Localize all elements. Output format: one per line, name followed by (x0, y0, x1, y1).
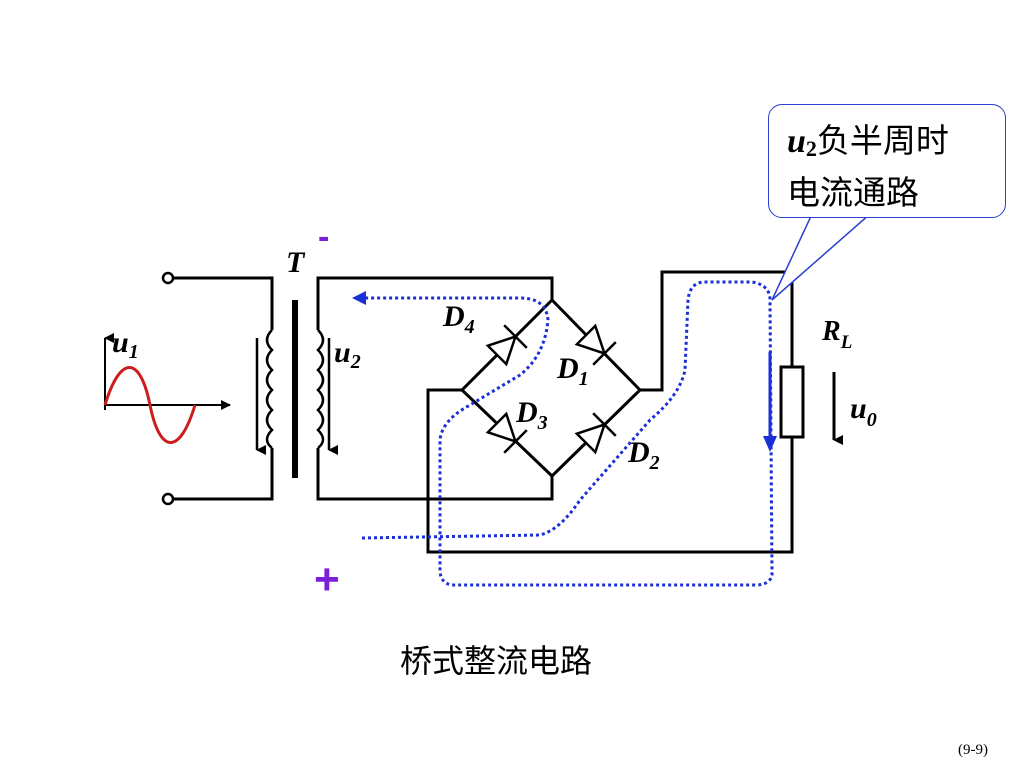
secondary-wire-bottom (316, 448, 554, 501)
diagram-caption: 桥式整流电路 (400, 642, 593, 680)
primary-coil (265, 329, 274, 449)
diode-d4 (485, 324, 528, 367)
plus-sign: + (314, 555, 340, 604)
d4-label: D4 (442, 300, 475, 338)
minus-sign: - (318, 218, 329, 256)
callout-line-1: u2负半周时 (787, 121, 949, 161)
diode-d3 (485, 411, 528, 454)
diode-d1 (574, 323, 617, 366)
d2-label: D2 (627, 436, 660, 474)
callout-box: u2负半周时 电流通路 (768, 104, 1006, 218)
current-path-arrowhead-down (763, 436, 777, 452)
primary-wire-top (173, 276, 274, 330)
callout-pointer (771, 213, 872, 301)
d3-label: D3 (515, 396, 548, 434)
primary-circuit (161, 271, 274, 506)
secondary-wire-top (316, 276, 554, 330)
input-terminal-top (161, 271, 175, 285)
output-wire-negative (426, 388, 794, 554)
secondary-wiring (316, 276, 554, 501)
load-resistor (779, 365, 805, 439)
transformer-core (292, 300, 298, 478)
current-path-arrowhead-left (352, 291, 366, 305)
input-sine-wave (103, 366, 197, 444)
callout-line-2: 电流通路 (787, 173, 919, 212)
d1-label: D1 (556, 352, 589, 390)
page-number: (9-9) (958, 742, 988, 758)
secondary-coil (316, 329, 325, 449)
transformer-label: T (286, 246, 306, 279)
output-wiring (426, 270, 794, 554)
rl-label: RL (821, 316, 852, 353)
bridge-rectifier (460, 298, 642, 478)
input-terminal-bottom (161, 492, 175, 506)
output-wire-positive (640, 270, 794, 392)
u2-label: u2 (334, 336, 361, 373)
diode-d2 (574, 412, 617, 455)
primary-wire-bottom (173, 448, 274, 501)
u1-label: u1 (112, 326, 139, 363)
u0-label: u0 (850, 392, 877, 431)
current-path-negative-half (361, 280, 774, 587)
